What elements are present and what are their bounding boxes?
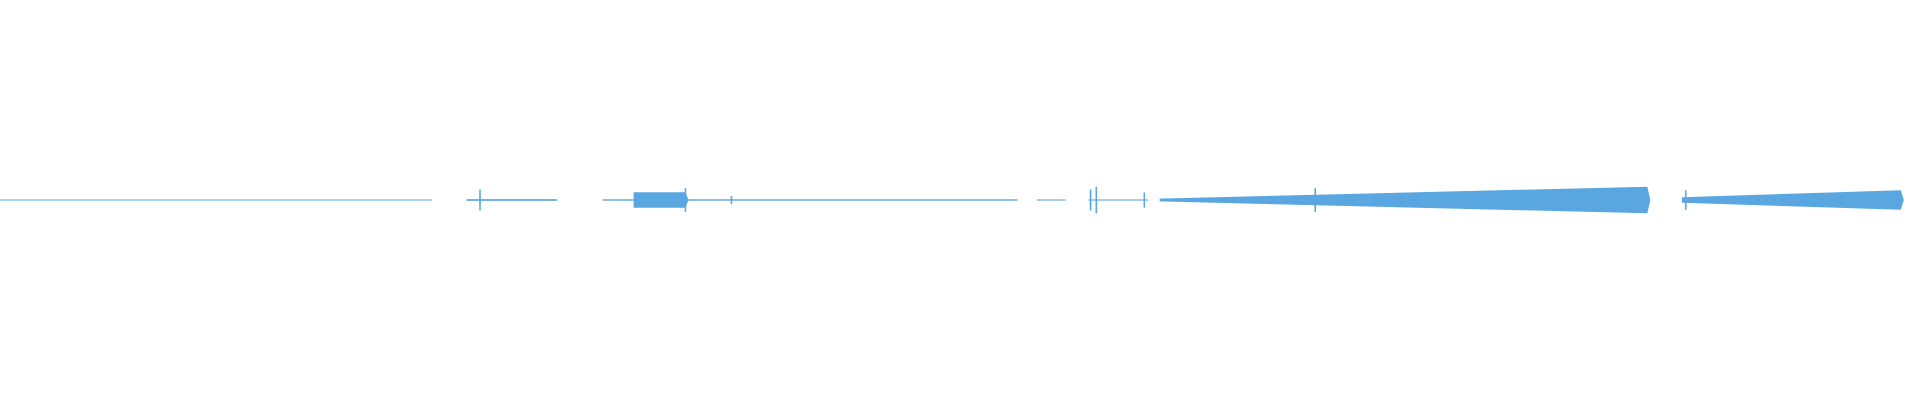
waveform-segment	[1088, 199, 1149, 201]
waveform-segment	[1159, 186, 1651, 214]
waveform-segment	[633, 192, 689, 208]
waveform-segment	[1681, 190, 1904, 210]
waveform-segment	[1036, 199, 1066, 201]
waveform-segment	[685, 199, 1018, 201]
waveform-segment	[0, 199, 432, 201]
waveform-segment	[602, 199, 634, 201]
waveform-segment	[466, 199, 557, 201]
waveform-track	[0, 186, 1904, 214]
